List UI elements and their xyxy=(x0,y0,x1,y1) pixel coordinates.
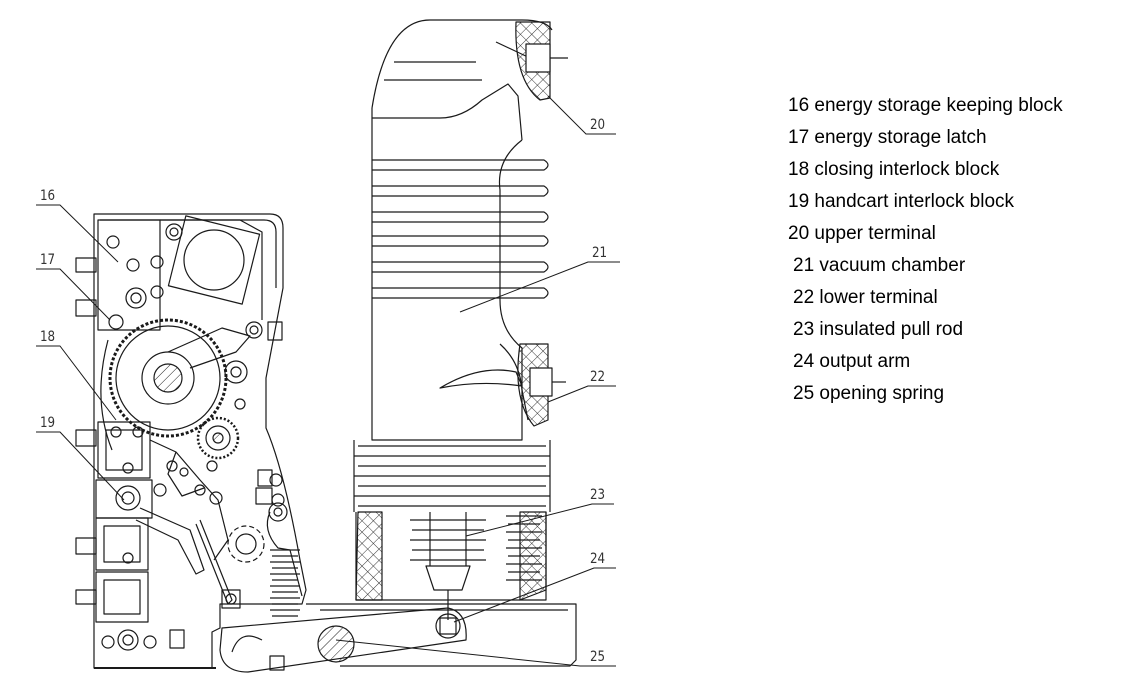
leader-25 xyxy=(335,639,616,667)
parts-legend: 16 energy storage keeping block 17 energ… xyxy=(788,90,1063,410)
pole-assembly xyxy=(219,19,577,673)
leader-22 xyxy=(547,385,616,403)
leader-16 xyxy=(36,204,119,263)
callout-20: 20 xyxy=(590,117,605,133)
legend-item-25: 25 opening spring xyxy=(793,383,945,404)
leader-24 xyxy=(453,567,616,623)
leader-20 xyxy=(547,95,616,135)
callout-21: 21 xyxy=(592,245,607,261)
callout-17: 17 xyxy=(40,252,55,268)
legend-item-18: 18 closing interlock block xyxy=(788,159,1000,180)
callout-24: 24 xyxy=(590,551,605,567)
callout-numbers: 16 17 18 19 20 21 22 23 24 25 xyxy=(40,117,607,665)
leader-18 xyxy=(36,345,117,421)
callout-23: 23 xyxy=(590,487,605,503)
legend-item-20: 20 upper terminal xyxy=(788,223,936,244)
legend-item-16: 16 energy storage keeping block xyxy=(788,95,1063,116)
legend-item-23: 23 insulated pull rod xyxy=(793,319,964,340)
legend-item-19: 19 handcart interlock block xyxy=(788,191,1015,212)
callout-22: 22 xyxy=(590,369,605,385)
leader-lines xyxy=(36,95,620,667)
leader-17 xyxy=(36,268,111,321)
legend-item-17: 17 energy storage latch xyxy=(788,127,987,148)
callout-16: 16 xyxy=(40,188,55,204)
leader-23 xyxy=(465,503,614,537)
callout-19: 19 xyxy=(40,415,55,431)
legend-item-24: 24 output arm xyxy=(793,351,911,372)
legend-item-21: 21 vacuum chamber xyxy=(793,255,966,276)
leader-21 xyxy=(459,261,620,313)
leader-19 xyxy=(36,431,125,501)
operating-mechanism xyxy=(75,213,307,669)
legend-item-22: 22 lower terminal xyxy=(793,287,938,308)
callout-25: 25 xyxy=(590,649,605,665)
callout-18: 18 xyxy=(40,329,55,345)
